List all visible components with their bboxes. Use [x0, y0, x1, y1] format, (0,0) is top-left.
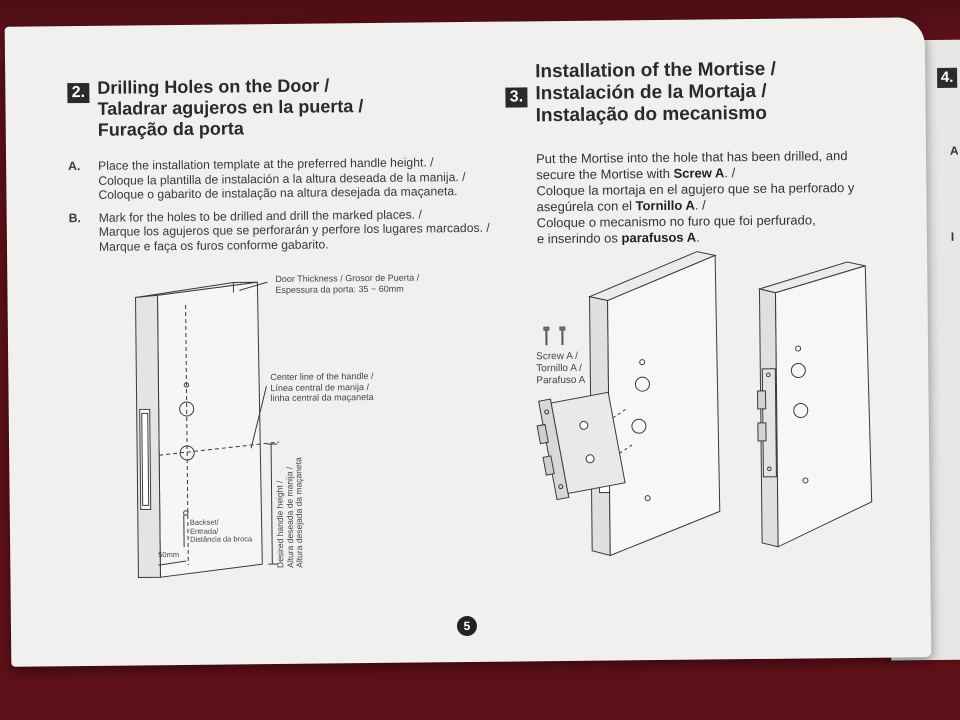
backset-label: Backset/ Entrada/ Distância da broca: [189, 517, 253, 544]
center-line-label: Center line of the handle / Línea centra…: [270, 370, 374, 404]
door2-large-hole-bottom: [793, 403, 809, 419]
handle-height-label: Desired handle height / Altura deseada d…: [274, 457, 305, 569]
height-dimension-line: [270, 444, 273, 565]
backset-dimension: [158, 560, 187, 566]
door1-front: [607, 254, 721, 557]
vertical-center-line: [185, 304, 189, 565]
door1-large-hole-bottom: [631, 418, 647, 434]
drilling-diagram: [135, 251, 873, 578]
door2-large-hole-top: [790, 363, 806, 379]
thickness-leader: [239, 281, 268, 291]
installed-screw-top: [766, 372, 771, 378]
section-3-title: Installation of the Mortise / Instalació…: [535, 58, 776, 127]
page-number: 5: [456, 615, 478, 637]
section-3-instructions: Put the Mortise into the hole that has b…: [536, 148, 855, 247]
upper-large-hole: [179, 401, 195, 417]
bottom-small-hole: [183, 510, 189, 516]
screw-a-label: Screw A / Tornillo A / Parafuso A: [536, 350, 586, 387]
door1-large-hole-top: [634, 376, 650, 392]
step-3-badge: 3.: [505, 87, 528, 108]
center-leader: [250, 385, 267, 449]
installed-deadbolt: [757, 422, 767, 442]
door1-small-hole-bottom: [644, 495, 651, 502]
installed-screw-bottom: [767, 466, 772, 472]
door1-small-hole-top: [639, 359, 646, 366]
next-page-fragment-a: A: [949, 143, 959, 158]
handle-center-line: [159, 441, 280, 456]
installed-latch: [757, 390, 767, 410]
mortise-lock: [536, 391, 633, 501]
latch-slot-inner: [141, 412, 150, 506]
manual-page: 2. Drilling Holes on the Door / Taladrar…: [4, 17, 932, 667]
next-page-fragment-b: I: [950, 229, 955, 244]
door-thickness-label: Door Thickness / Grosor de Puerta / Espe…: [275, 272, 420, 295]
step-4-badge: 4.: [937, 67, 958, 88]
section-installation-mortise: 3. Installation of the Mortise / Instala…: [505, 58, 877, 248]
door2-small-hole-bottom: [802, 477, 809, 484]
screws: [543, 326, 566, 346]
backset-value: 50mm: [158, 550, 180, 560]
door2-small-hole-top: [795, 345, 802, 352]
door2-front: [774, 265, 873, 548]
